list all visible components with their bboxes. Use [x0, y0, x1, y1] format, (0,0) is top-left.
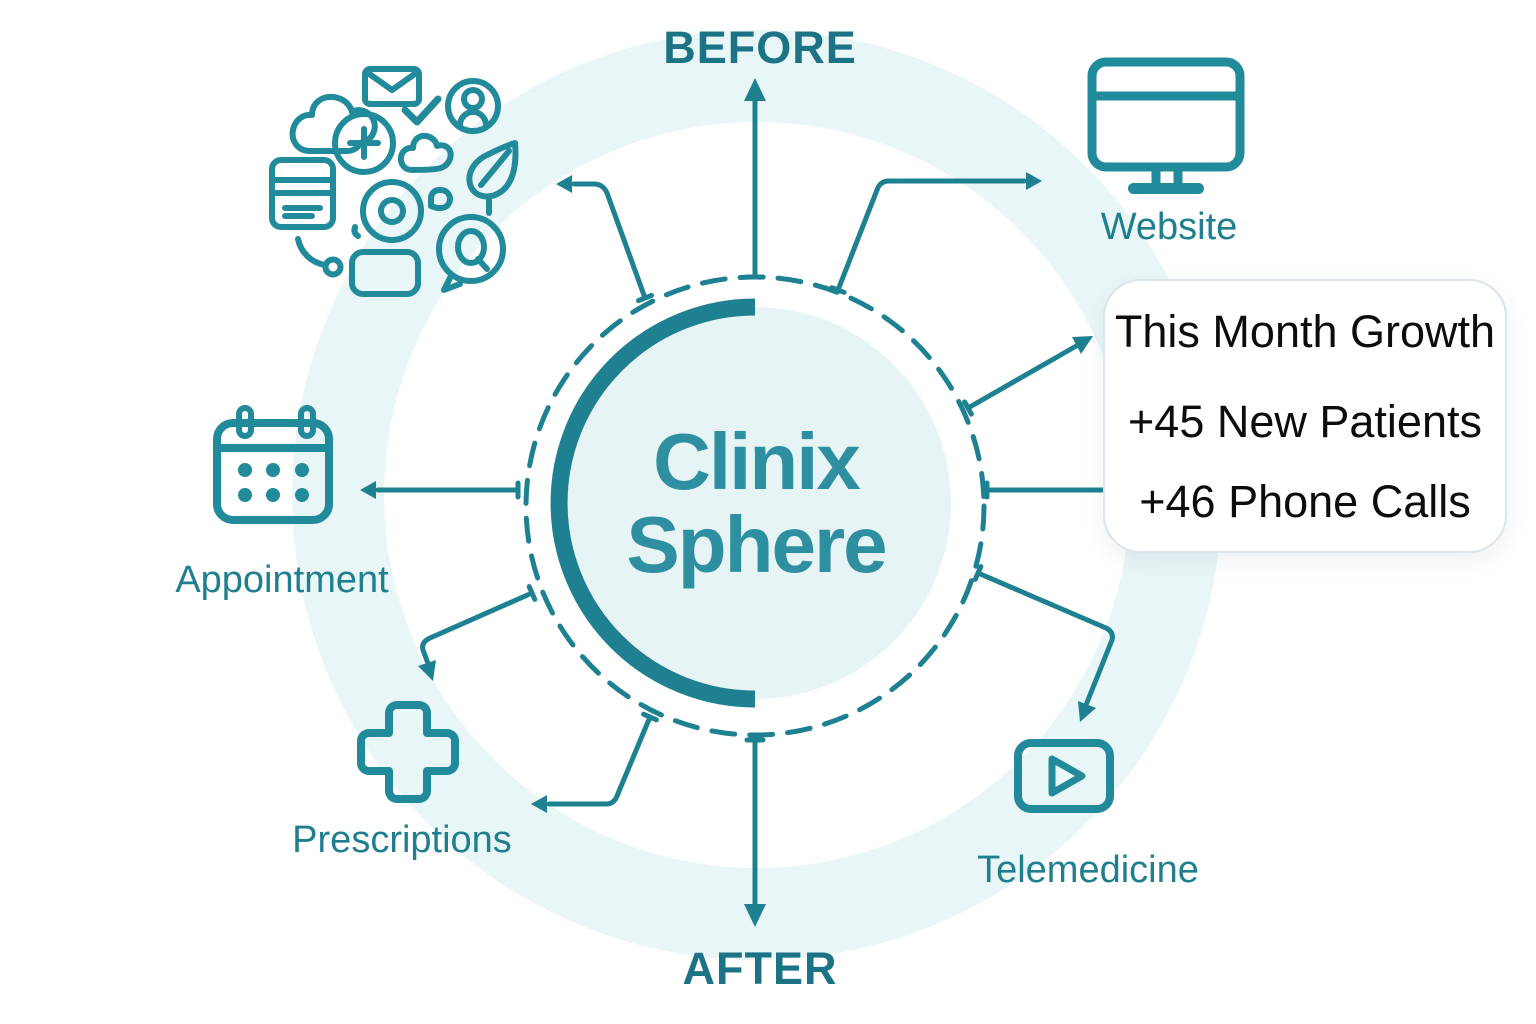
connector-website — [829, 172, 1042, 295]
connector-growth-card — [962, 336, 1113, 500]
communication-icon-cluster — [269, 66, 519, 297]
node-label-website: Website — [1100, 206, 1238, 248]
connector-prescriptions-a — [418, 584, 538, 681]
connector-prescriptions-b — [531, 711, 659, 813]
checkmark-icon — [401, 95, 442, 126]
server-icon — [269, 157, 336, 230]
leaf-icon — [466, 140, 519, 216]
center-title: Clinix Sphere — [626, 417, 887, 589]
connector-after — [744, 737, 766, 927]
record-icon — [360, 179, 424, 243]
calendar-icon — [213, 405, 333, 524]
connector-appointment — [360, 480, 521, 500]
node-label-prescriptions: Prescriptions — [292, 819, 512, 861]
hub-fill-circle — [559, 307, 951, 699]
stage-label-before: BEFORE — [663, 22, 857, 73]
connector-before — [744, 78, 766, 280]
stage-label-after: AFTER — [682, 943, 838, 994]
center-title-line1: Clinix — [653, 417, 861, 506]
medical-cross-icon — [357, 701, 459, 803]
mini-speech-icon — [428, 187, 453, 211]
monitor-icon — [1087, 57, 1245, 194]
growth-card-title: This Month Growth — [1114, 306, 1496, 357]
node-label-telemedicine: Telemedicine — [977, 849, 1199, 891]
calendar-dots — [238, 463, 309, 502]
chat-q-icon — [436, 214, 506, 293]
growth-card-line — [984, 480, 1113, 500]
hub-solid-arc — [550, 298, 756, 708]
arc-dot-icon — [295, 224, 361, 278]
growth-card-stat-new-patients: +45 New Patients — [1128, 396, 1482, 447]
small-cloud-icon — [397, 132, 454, 173]
card-icon — [349, 249, 421, 297]
growth-card-stat-phone-calls: +46 Phone Calls — [1139, 476, 1471, 527]
center-title-line2: Sphere — [626, 500, 887, 589]
growth-card: This Month Growth +45 New Patients +46 P… — [1103, 279, 1507, 553]
person-search-icon — [445, 78, 501, 134]
node-label-appointment: Appointment — [175, 559, 389, 601]
envelope-icon — [362, 66, 422, 107]
connector-telemedicine — [972, 564, 1115, 722]
video-play-icon — [1014, 739, 1114, 813]
plus-circle-icon — [332, 111, 396, 175]
connector-cluster — [556, 175, 654, 304]
